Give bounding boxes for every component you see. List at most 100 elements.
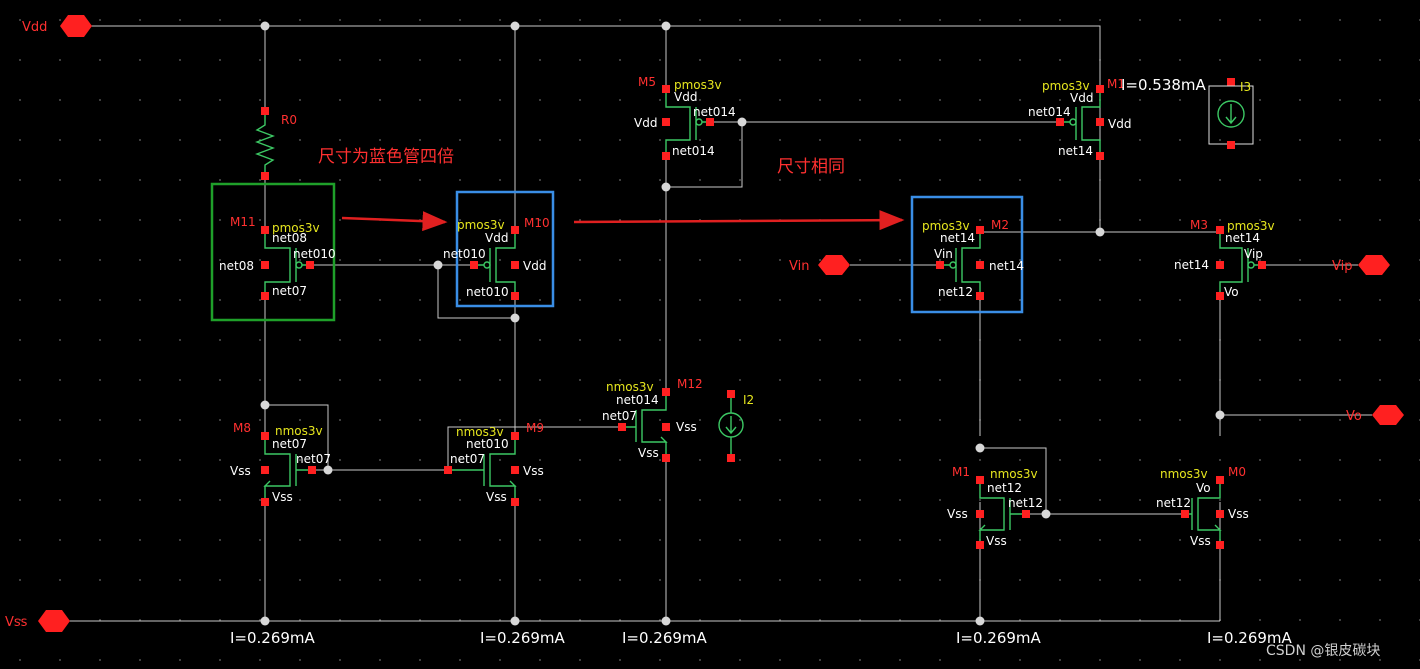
transistor-m2[interactable]: M2 pmos3v net14 Vin net12 net14 (922, 218, 1024, 300)
i2-name: I2 (743, 393, 754, 407)
green-highlight-box (210, 182, 336, 322)
svg-text:net14: net14 (1225, 231, 1260, 245)
transistor-m1-pmos[interactable]: M1 pmos3v Vdd net014 net14 Vdd (1028, 77, 1131, 160)
m9-name: M9 (526, 421, 544, 435)
svg-text:net010: net010 (443, 247, 486, 261)
svg-text:net07: net07 (602, 409, 637, 423)
svg-text:Vip: Vip (1244, 247, 1263, 261)
resistor-name: R0 (281, 113, 297, 127)
svg-text:net014: net014 (672, 144, 715, 158)
port-vin[interactable]: Vin (789, 255, 850, 275)
transistor-m12[interactable]: M12 nmos3v net014 net07 Vss Vss (602, 377, 703, 462)
transistor-m0[interactable]: M0 nmos3v Vo net12 Vss Vss (1156, 465, 1249, 549)
m10-name: M10 (524, 216, 550, 230)
svg-text:Vip: Vip (1332, 259, 1352, 274)
svg-text:pmos3v: pmos3v (457, 218, 505, 232)
current-label-5: I=0.269mA (1207, 629, 1293, 647)
m5-name: M5 (638, 75, 656, 89)
svg-text:net12: net12 (1008, 496, 1043, 510)
current-label-3: I=0.269mA (622, 629, 708, 647)
svg-text:net07: net07 (296, 452, 331, 466)
current-source-i3[interactable]: I=0.538mA I3 (1121, 76, 1254, 149)
m3-name: M3 (1190, 218, 1208, 232)
note-same-size: 尺寸相同 (777, 157, 845, 177)
svg-text:net010: net010 (466, 285, 509, 299)
transistor-m3[interactable]: M3 pmos3v net14 net14 Vo Vip (1174, 218, 1275, 300)
watermark: CSDN @银皮碳块 (1266, 643, 1380, 659)
resistor-r0[interactable]: R0 (255, 107, 297, 180)
port-vdd[interactable]: Vdd (22, 15, 92, 37)
svg-text:nmos3v: nmos3v (606, 380, 654, 394)
svg-text:pmos3v: pmos3v (922, 219, 970, 233)
svg-text:Vdd: Vdd (1070, 91, 1093, 105)
transistor-m9[interactable]: M9 nmos3v net010 net07 Vss Vss (444, 421, 544, 506)
svg-text:Vss: Vss (230, 464, 251, 478)
svg-text:pmos3v: pmos3v (1227, 219, 1275, 233)
svg-text:Vss: Vss (1228, 507, 1249, 521)
transistor-m10[interactable]: M10 pmos3v Vdd Vdd net010 net010 (443, 216, 550, 300)
svg-text:Vss: Vss (272, 490, 293, 504)
i3-name: I3 (1240, 80, 1251, 94)
svg-text:net07: net07 (272, 437, 307, 451)
current-source-i2[interactable]: I2 (718, 390, 754, 462)
transistor-m1-nmos[interactable]: M1 nmos3v net12 Vss Vss net12 (947, 465, 1043, 549)
svg-text:net14: net14 (1174, 258, 1209, 272)
svg-text:Vdd: Vdd (22, 20, 47, 35)
svg-text:net07: net07 (272, 284, 307, 298)
junction-dots (260, 21, 1225, 626)
note-size-4x: 尺寸为蓝色管四倍 (318, 147, 454, 167)
port-vip[interactable]: Vip (1332, 255, 1390, 275)
svg-text:nmos3v: nmos3v (275, 424, 323, 438)
svg-text:Vin: Vin (789, 259, 809, 274)
svg-text:net010: net010 (293, 247, 336, 261)
port-vss[interactable]: Vss (5, 610, 70, 632)
svg-text:net014: net014 (616, 393, 659, 407)
svg-text:pmos3v: pmos3v (1042, 79, 1090, 93)
svg-text:net14: net14 (989, 259, 1024, 273)
blue-highlight-box-right (910, 195, 1024, 314)
svg-text:net014: net014 (693, 105, 736, 119)
svg-text:net12: net12 (938, 285, 973, 299)
svg-text:net08: net08 (272, 231, 307, 245)
svg-text:net07: net07 (450, 452, 485, 466)
svg-text:Vss: Vss (486, 490, 507, 504)
svg-text:Vin: Vin (934, 247, 953, 261)
m11-name: M11 (230, 215, 256, 229)
svg-text:Vdd: Vdd (1108, 117, 1131, 131)
current-label-1: I=0.269mA (230, 629, 316, 647)
wires (68, 25, 1372, 622)
svg-text:pmos3v: pmos3v (674, 78, 722, 92)
svg-text:Vdd: Vdd (674, 90, 697, 104)
m1-nmos-name: M1 (952, 465, 970, 479)
svg-text:nmos3v: nmos3v (456, 425, 504, 439)
transistor-m5[interactable]: M5 pmos3v Vdd Vdd net014 net014 (634, 75, 736, 160)
transistor-m11[interactable]: M11 pmos3v net08 net08 net010 net07 (219, 215, 336, 300)
transistor-m8[interactable]: M8 nmos3v net07 Vss Vss net07 (230, 421, 331, 506)
current-label-4: I=0.269mA (956, 629, 1042, 647)
svg-text:net08: net08 (219, 259, 254, 273)
svg-text:Vo: Vo (1196, 481, 1211, 495)
svg-text:nmos3v: nmos3v (1160, 467, 1208, 481)
svg-text:net12: net12 (1156, 496, 1191, 510)
svg-text:Vdd: Vdd (634, 116, 657, 130)
svg-text:Vss: Vss (947, 507, 968, 521)
svg-text:Vo: Vo (1346, 409, 1362, 424)
svg-text:Vss: Vss (638, 446, 659, 460)
m8-name: M8 (233, 421, 251, 435)
svg-text:Vss: Vss (5, 615, 28, 630)
m2-name: M2 (991, 218, 1009, 232)
svg-text:Vdd: Vdd (485, 231, 508, 245)
svg-text:net14: net14 (940, 231, 975, 245)
arrow-right-1 (341, 211, 448, 232)
current-label-2: I=0.269mA (480, 629, 566, 647)
svg-text:Vdd: Vdd (523, 259, 546, 273)
arrow-right-2 (573, 210, 905, 231)
port-vo[interactable]: Vo (1346, 405, 1404, 425)
svg-text:nmos3v: nmos3v (990, 467, 1038, 481)
i3-current: I=0.538mA (1121, 76, 1207, 94)
svg-text:Vss: Vss (523, 464, 544, 478)
m0-name: M0 (1228, 465, 1246, 479)
svg-text:Vss: Vss (1190, 534, 1211, 548)
